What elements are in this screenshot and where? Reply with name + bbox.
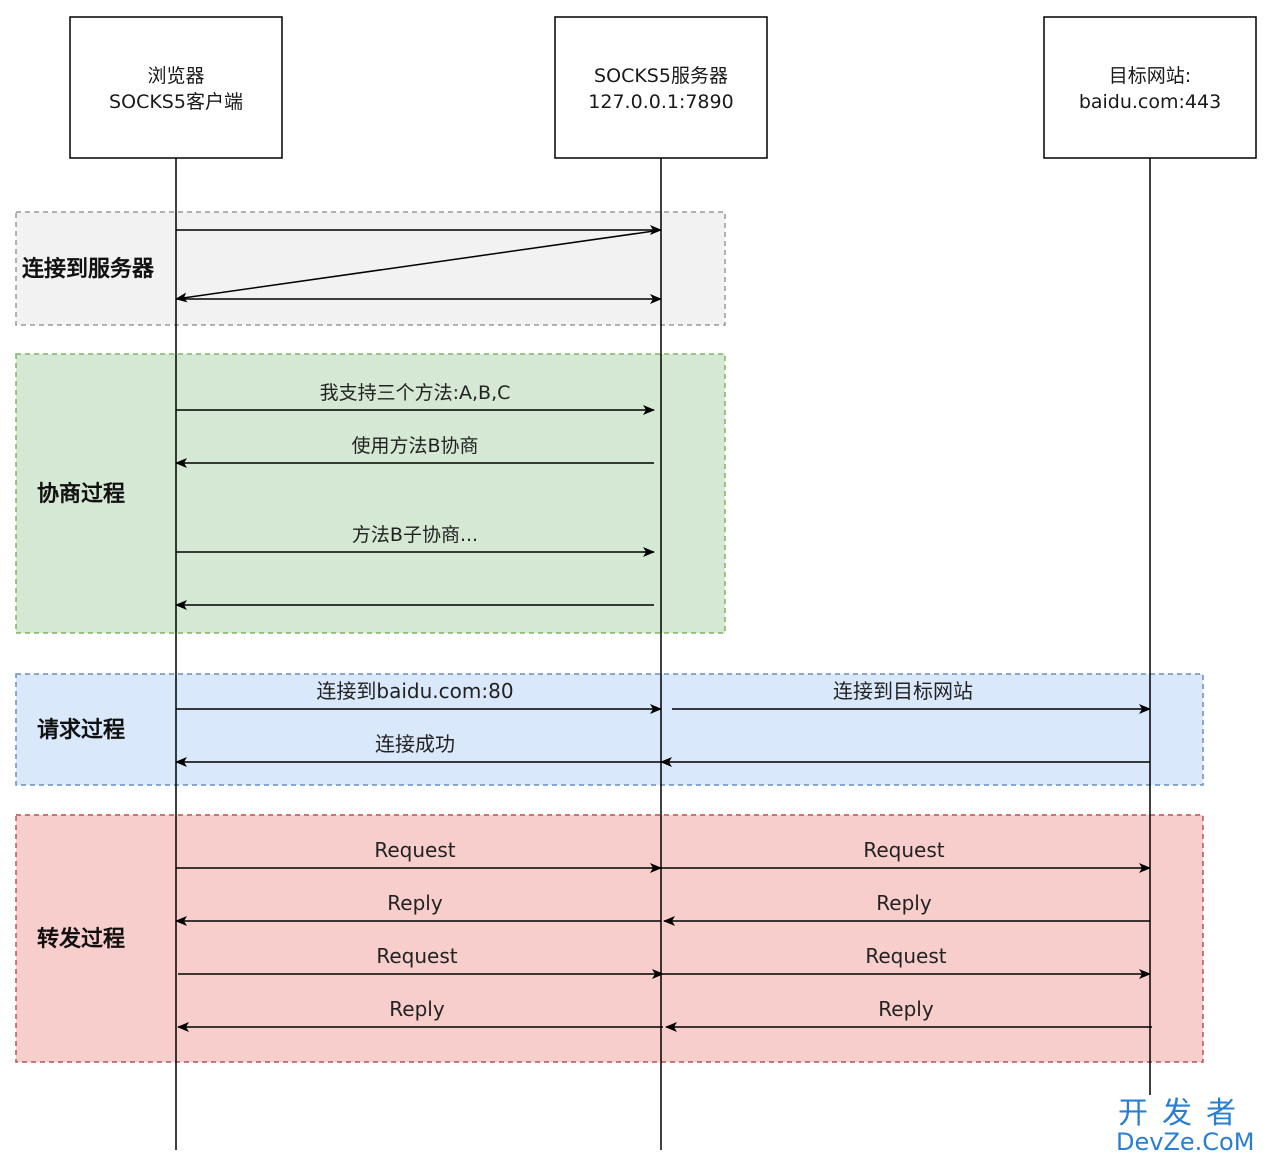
label-negotiate-methods: 我支持三个方法:A,B,C (320, 382, 511, 404)
label-forward-reply-1b: Reply (876, 891, 932, 915)
actor-client-name: 浏览器 (147, 65, 204, 87)
label-request-success: 连接成功 (375, 732, 455, 756)
label-forward-request-1b: Request (863, 838, 944, 862)
actor-target-name: 目标网站: (1109, 65, 1191, 87)
label-negotiate-sub: 方法B子协商... (352, 524, 478, 546)
actor-server-name: SOCKS5服务器 (594, 65, 728, 87)
actor-target: 目标网站: baidu.com:443 (1043, 16, 1257, 159)
group-label-negotiate: 协商过程 (37, 481, 125, 507)
label-forward-request-1a: Request (374, 838, 455, 862)
label-forward-reply-1a: Reply (387, 891, 443, 915)
group-forward: 转发过程 (15, 814, 1204, 1063)
watermark-line1: 开发者 (1118, 1096, 1250, 1131)
actor-server: SOCKS5服务器 127.0.0.1:7890 (554, 16, 768, 159)
group-request: 请求过程 (15, 673, 1204, 786)
actor-target-address: baidu.com:443 (1079, 91, 1221, 113)
arrow-connect-synack (175, 229, 662, 303)
label-forward-request-2b: Request (865, 944, 946, 968)
actor-client-role: SOCKS5客户端 (109, 91, 243, 113)
actor-server-address: 127.0.0.1:7890 (588, 91, 733, 113)
actor-client: 浏览器 SOCKS5客户端 (69, 16, 283, 159)
group-label-forward: 转发过程 (37, 926, 125, 952)
label-request-connect-target: 连接到目标网站 (833, 679, 973, 703)
label-negotiate-choose: 使用方法B协商 (351, 435, 478, 457)
group-connect: 连接到服务器 (15, 211, 726, 326)
label-forward-reply-2a: Reply (389, 997, 445, 1021)
label-request-connect-baidu: 连接到baidu.com:80 (316, 679, 513, 703)
group-negotiate: 协商过程 (15, 353, 726, 634)
watermark-line2: DevZe.CoM (1116, 1128, 1254, 1156)
label-forward-reply-2b: Reply (878, 997, 934, 1021)
watermark-logo: 开发者 DevZe.CoM (1116, 1096, 1254, 1156)
label-forward-request-2a: Request (376, 944, 457, 968)
group-label-connect: 连接到服务器 (22, 256, 155, 282)
group-label-request: 请求过程 (37, 717, 125, 743)
